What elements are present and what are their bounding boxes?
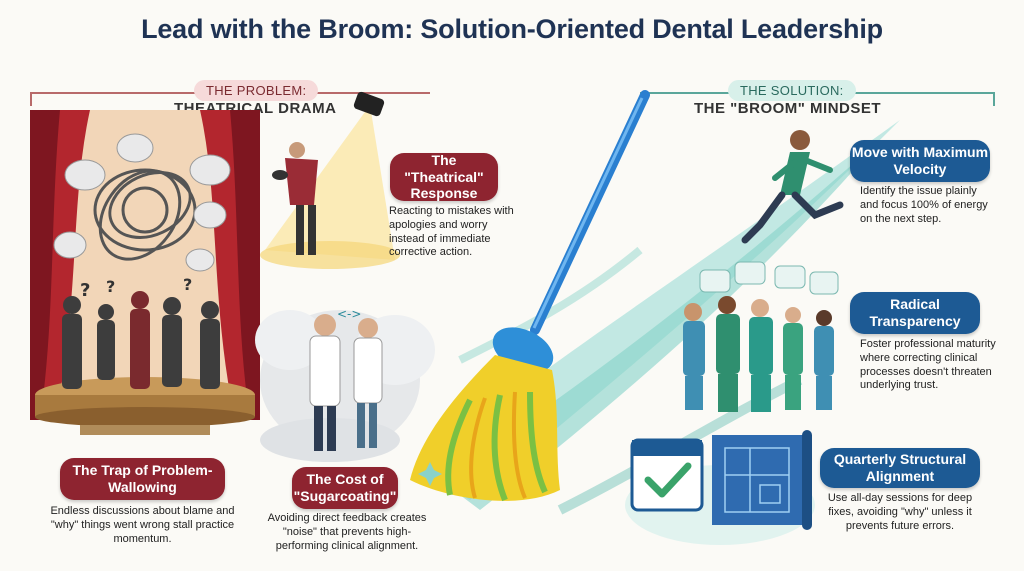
planning-scene: [625, 430, 815, 545]
theater-stage: ? ? ?: [30, 110, 260, 435]
broom: [410, 90, 650, 502]
svg-text:<->: <->: [337, 307, 361, 321]
card-velocity-title: Move with Maximum Velocity: [850, 140, 990, 182]
page-title: Lead with the Broom: Solution-Oriented D…: [141, 14, 883, 44]
sparkle-icon: [418, 462, 442, 486]
sugarcoat-scene: <->: [255, 307, 435, 462]
svg-text:?: ?: [80, 280, 90, 301]
card-theatrical-response-title: The "Theatrical" Response: [390, 152, 498, 201]
spotlight-scene: [260, 91, 400, 269]
card-theatrical-response-text: Reacting to mistakes with apologies and …: [389, 205, 514, 259]
card-quarterly-alignment-title: Quarterly Structural Alignment: [820, 448, 980, 488]
card-transparency-text: Foster professional maturity where corre…: [860, 338, 996, 392]
card-transparency-title: Radical Transparency: [850, 292, 980, 334]
svg-text:?: ?: [106, 277, 115, 296]
card-sugarcoating-title: The Cost of "Sugarcoating": [292, 467, 398, 509]
problem-tag: THE PROBLEM:: [194, 80, 319, 101]
card-quarterly-alignment-text: Use all-day sessions for deep fixes, avo…: [827, 492, 973, 532]
runner: [741, 130, 844, 244]
solution-heading: THE "BROOM" MINDSET: [694, 100, 882, 117]
solution-divider-tick: [993, 92, 995, 106]
solution-tag: THE SOLUTION:: [728, 80, 856, 101]
card-velocity-text: Identify the issue plainly and focus 100…: [860, 185, 988, 225]
card-sugarcoating-text: Avoiding direct feedback creates "noise"…: [267, 512, 427, 552]
card-problem-wallowing-text: Endless discussions about blame and "why…: [50, 505, 235, 545]
problem-divider-tick: [30, 92, 32, 106]
dental-team: [683, 261, 839, 412]
card-problem-wallowing-title: The Trap of Problem-Wallowing: [60, 458, 225, 500]
svg-text:?: ?: [183, 275, 192, 294]
